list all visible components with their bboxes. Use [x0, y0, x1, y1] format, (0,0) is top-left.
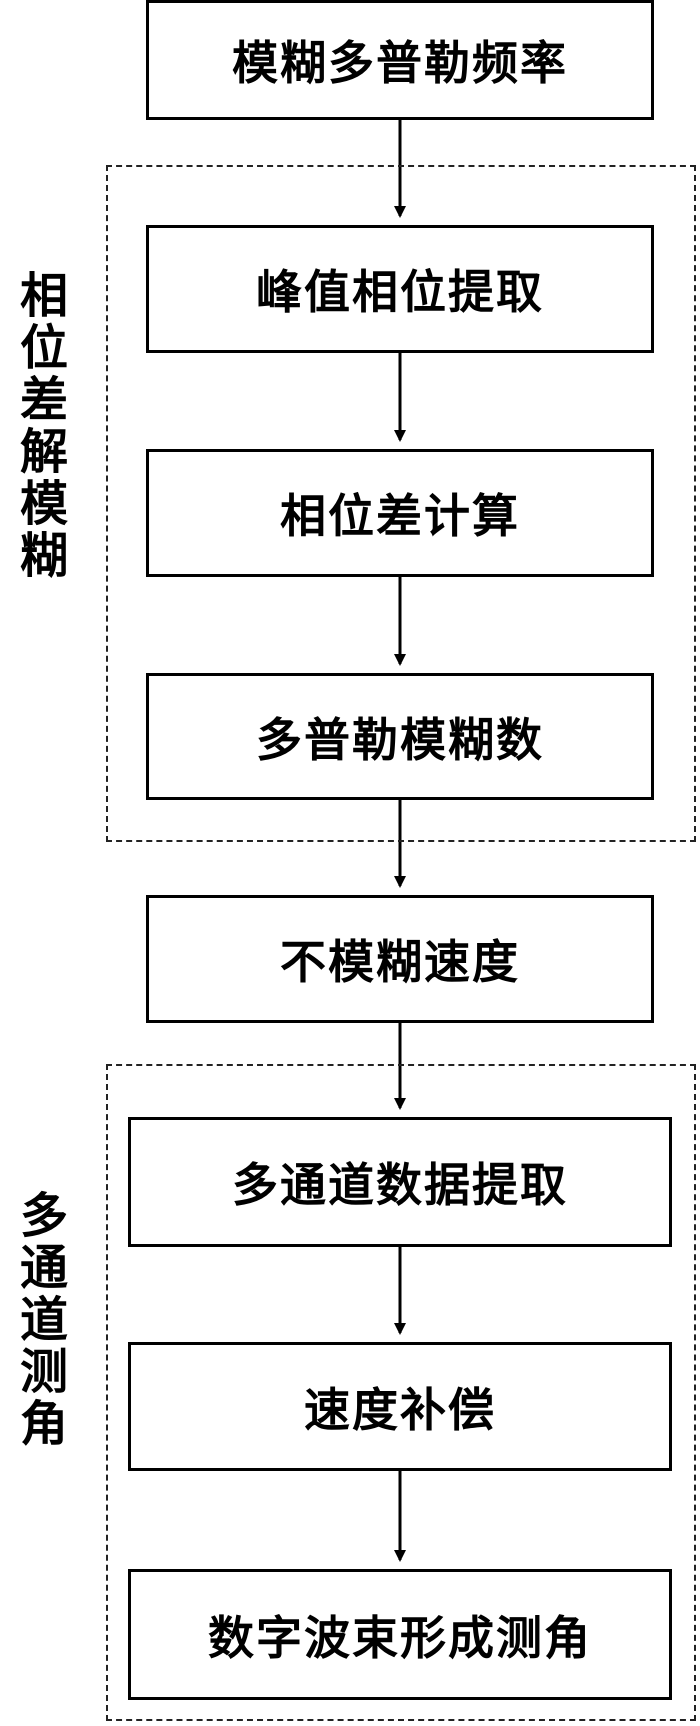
node-phase-diff-calc: 相位差计算: [146, 449, 654, 577]
node-unambiguous-velocity: 不模糊速度: [146, 895, 654, 1023]
node-velocity-compensation: 速度补偿: [128, 1342, 672, 1471]
group-multichannel-angle: [106, 1064, 696, 1721]
group-label-phase-diff-deambiguity: 相位差解模糊: [11, 270, 67, 582]
node-peak-phase-extract: 峰值相位提取: [146, 225, 654, 353]
node-multichannel-data-extract: 多通道数据提取: [128, 1117, 672, 1247]
node-dbf-angle-measure: 数字波束形成测角: [128, 1569, 672, 1700]
group-label-multichannel-angle: 多通道测角: [11, 1190, 67, 1450]
node-blur-doppler-freq: 模糊多普勒频率: [146, 0, 654, 120]
group-phase-diff-deambiguity: [106, 165, 696, 842]
node-doppler-ambiguity-num: 多普勒模糊数: [146, 673, 654, 800]
